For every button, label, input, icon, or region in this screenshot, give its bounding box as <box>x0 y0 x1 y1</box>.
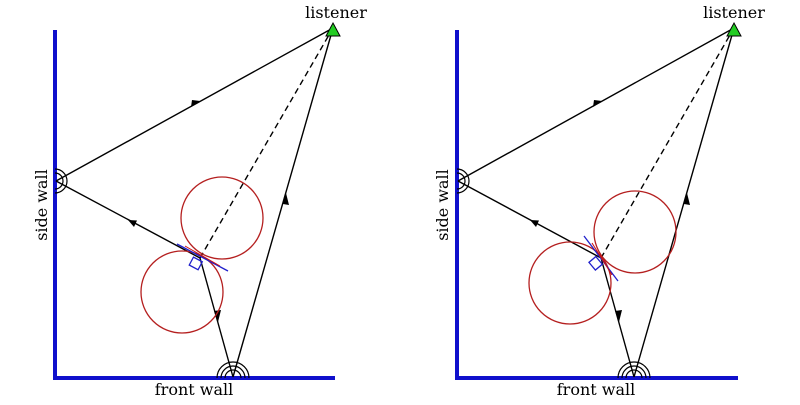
listener-label: listener <box>305 3 367 22</box>
tangent-line-alt <box>184 245 221 267</box>
left-panel: listener side wall front wall <box>32 3 367 399</box>
arrow-head <box>128 220 137 227</box>
tangent-line <box>583 235 619 282</box>
ray-direct-dashed <box>600 27 735 259</box>
ray-frontwall-to-listener <box>232 27 334 378</box>
ray-speaker-to-sidewall <box>55 180 201 259</box>
arrow-head <box>593 100 602 107</box>
side-wall-line <box>53 30 335 380</box>
tangent-line <box>176 243 229 272</box>
frontwall-reflection-marker <box>216 361 250 379</box>
polar-lobe-upper <box>593 190 677 274</box>
polar-lobe-upper <box>180 176 264 260</box>
front-wall-label: front wall <box>155 380 234 399</box>
listener-label: listener <box>703 3 765 22</box>
polar-lobe-lower <box>528 241 612 325</box>
sidewall-reflection-marker <box>54 168 68 194</box>
arrow-head <box>684 193 690 205</box>
side-wall-line <box>455 30 738 380</box>
ray-direct-dashed <box>199 27 334 259</box>
polar-lobe-lower <box>140 250 224 334</box>
right-panel: listener side wall front wall <box>433 3 765 399</box>
listener-triangle-icon <box>726 21 742 37</box>
arrow-head <box>530 220 539 227</box>
arrow-head <box>191 100 200 107</box>
arrow-head <box>283 193 289 205</box>
arrow-head <box>214 310 221 322</box>
side-wall-label: side wall <box>32 169 51 241</box>
tangent-line-alt <box>591 242 613 276</box>
listener-triangle-icon <box>325 21 341 37</box>
front-wall-label: front wall <box>557 380 636 399</box>
frontwall-reflection-marker <box>617 361 651 379</box>
arrow-head <box>615 310 622 322</box>
ray-speaker-to-sidewall <box>457 180 602 259</box>
speaker-marker <box>588 255 604 271</box>
ray-frontwall-to-listener <box>633 27 735 378</box>
side-wall-label: side wall <box>433 169 452 241</box>
sidewall-reflection-marker <box>456 168 470 194</box>
speaker-marker <box>188 256 204 271</box>
